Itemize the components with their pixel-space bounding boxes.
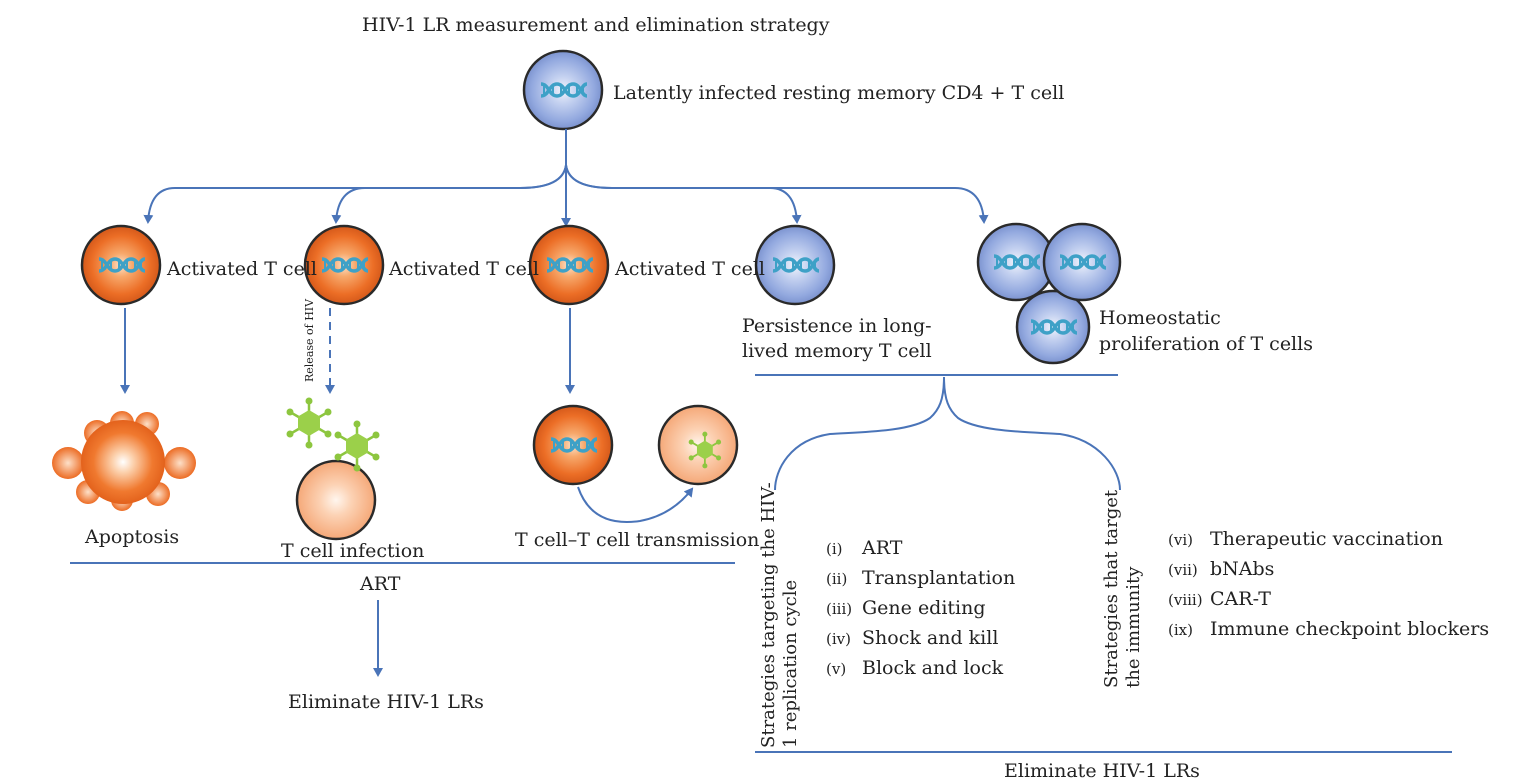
list-item-text: Block and lock	[862, 657, 1004, 679]
list-item-text: CAR-T	[1210, 588, 1271, 610]
list-item-number: (ix)	[1168, 621, 1193, 639]
list-item: (iv) Shock and kill	[826, 623, 1015, 653]
list-item: (ix) Immune checkpoint blockers	[1168, 614, 1489, 644]
group2-label: Strategies that target the immunity	[1101, 489, 1144, 688]
activated-label-3: Activated T cell	[615, 258, 765, 280]
proliferating-t-cells	[976, 222, 1122, 365]
list-item-text: Transplantation	[862, 567, 1016, 589]
art-label: ART	[360, 573, 401, 595]
activated-t-cell-2	[303, 224, 385, 306]
persistence-label-line1: Persistence in long-	[742, 315, 932, 337]
list-item: (ii) Transplantation	[826, 563, 1015, 593]
persistence-label-line2: lived memory T cell	[742, 340, 932, 362]
latent-cell-label: Latently infected resting memory CD4 + T…	[613, 82, 1065, 104]
homeostatic-label-line1: Homeostatic	[1099, 307, 1221, 329]
immunity-strategies-list: (vi)Therapeutic vaccination(vii)bNAbs(vi…	[1168, 524, 1489, 644]
activated-t-cell-1	[80, 224, 162, 306]
list-item: (vi) Therapeutic vaccination	[1168, 524, 1489, 554]
infection-label: T cell infection	[281, 540, 425, 562]
apoptotic-cell	[52, 411, 196, 511]
list-item-number: (vii)	[1168, 561, 1198, 579]
outcome-arrows	[120, 308, 575, 394]
right-eliminate-label: Eliminate HIV-1 LRs	[1004, 760, 1200, 782]
list-item: (vii) bNAbs	[1168, 554, 1489, 584]
activated-label-2: Activated T cell	[389, 258, 539, 280]
virus-icon	[285, 396, 333, 450]
list-item: (viii) CAR-T	[1168, 584, 1489, 614]
list-item: (iii) Gene editing	[826, 593, 1015, 623]
list-item-number: (iv)	[826, 630, 851, 648]
donor-t-cell	[532, 404, 614, 486]
apoptosis-label: Apoptosis	[85, 526, 180, 548]
replication-strategies-list: (i) ART (ii) Transplantation (iii) Gene editi…	[826, 533, 1015, 683]
homeostatic-label-line2: proliferation of T cells	[1099, 333, 1313, 355]
list-item: (v) Block and lock	[826, 653, 1015, 683]
list-item-number: (v)	[826, 660, 847, 678]
list-item-number: (i)	[826, 540, 843, 558]
list-item-number: (iii)	[826, 600, 853, 618]
list-item-text: Therapeutic vaccination	[1210, 528, 1443, 550]
list-item-text: bNAbs	[1210, 558, 1275, 580]
list-item-text: Immune checkpoint blockers	[1210, 618, 1490, 640]
list-item: (i) ART	[826, 533, 1015, 563]
branch-arrows	[143, 129, 989, 227]
transmission-label: T cell–T cell transmission	[515, 529, 760, 551]
recipient-t-cell	[657, 404, 739, 486]
transmission-arrow	[577, 486, 694, 523]
latent-cd4-t-cell	[522, 49, 604, 131]
list-item-text: Gene editing	[862, 597, 986, 619]
list-item-number: (viii)	[1168, 591, 1203, 609]
group1-label: Strategies targeting the HIV- 1 replicat…	[758, 482, 801, 748]
left-eliminate-label: Eliminate HIV-1 LRs	[288, 691, 484, 713]
list-item-text: ART	[862, 537, 903, 559]
memory-t-cell	[754, 224, 836, 306]
activated-label-1: Activated T cell	[167, 258, 317, 280]
release-of-hiv-label: Release of HIV	[303, 298, 316, 382]
list-item-number: (ii)	[826, 570, 848, 588]
list-item-text: Shock and kill	[862, 627, 999, 649]
strategy-bracket	[755, 374, 1452, 753]
diagram-title: HIV-1 LR measurement and elimination str…	[362, 14, 830, 36]
list-item-number: (vi)	[1168, 531, 1193, 549]
infected-t-cell	[285, 396, 381, 541]
activated-t-cell-3	[528, 224, 610, 306]
